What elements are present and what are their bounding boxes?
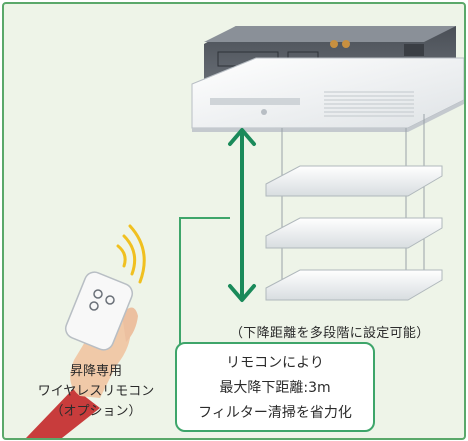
filter-panel-icon	[265, 165, 443, 301]
callout-leader-line	[179, 217, 230, 346]
ceiling-unit-illustration	[26, 26, 464, 438]
up-down-arrow-icon	[228, 128, 256, 302]
signal-waves-icon	[116, 224, 146, 284]
ceiling-unit-icon	[191, 26, 464, 132]
callout-line-2: 最大降下距離:3m	[219, 380, 331, 396]
distance-note: （下降距離を多段階に設定可能）	[230, 326, 430, 341]
remote-label-line-3: （オプション）	[50, 404, 142, 419]
feature-callout: リモコンにより 最大降下距離:3m フィルター清掃を省力化	[175, 342, 375, 432]
suspension-wires	[281, 114, 425, 294]
callout-line-1: リモコンにより	[226, 355, 324, 371]
remote-label-line-2: ワイヤレスリモコン	[37, 384, 155, 399]
remote-label-line-1: 昇降専用	[69, 364, 122, 379]
remote-control-icon	[64, 271, 134, 351]
callout-line-3: フィルター清掃を省力化	[198, 405, 352, 421]
